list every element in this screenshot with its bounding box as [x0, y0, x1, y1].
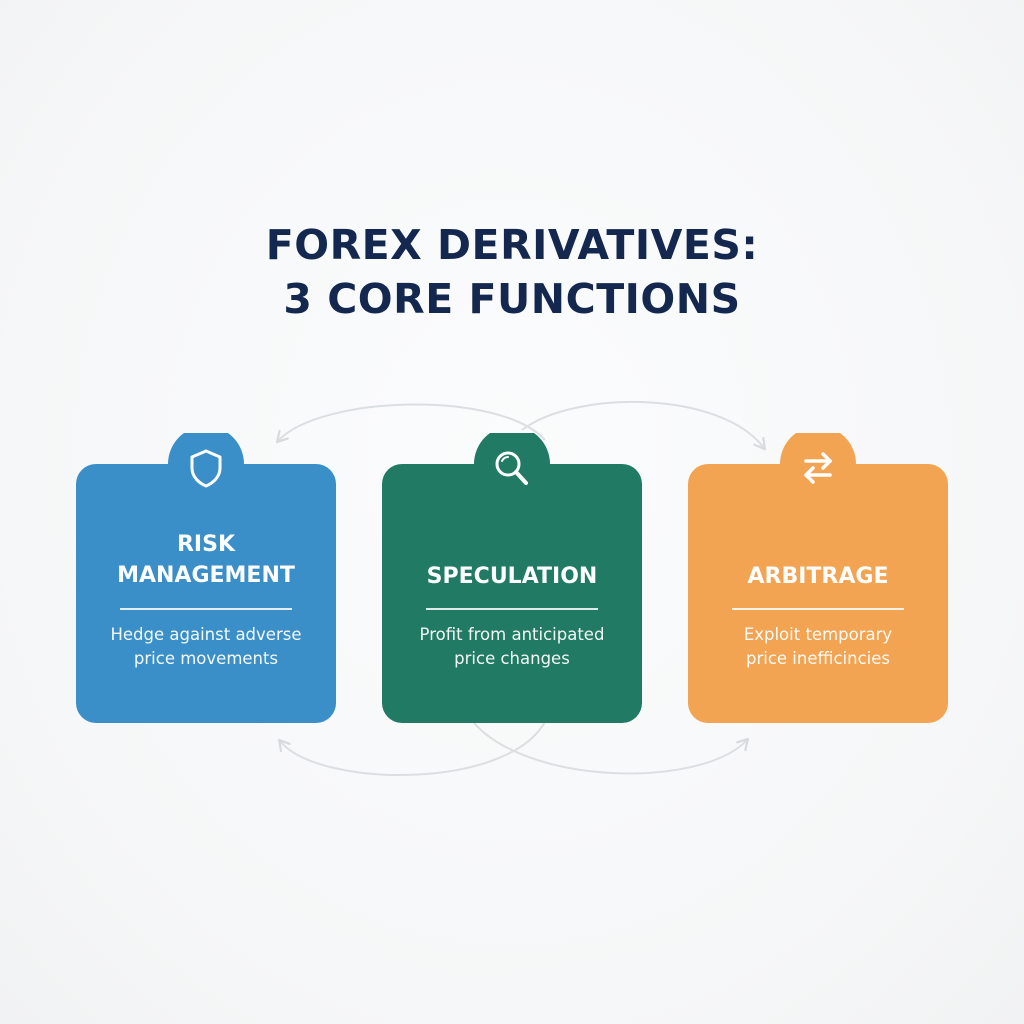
- swap-arrows-icon: [804, 452, 832, 484]
- card-title-line-1: RISK: [176, 532, 236, 557]
- card-description-line-2: price movements: [133, 649, 279, 668]
- card-description-line-1: Exploit temporary: [743, 625, 893, 644]
- magnifying-glass-icon: [495, 451, 528, 485]
- card-title-line-1: ARBITRAGE: [747, 564, 889, 589]
- card-title: SPECULATION: [382, 561, 642, 592]
- card-description-line-1: Profit from anticipated: [419, 625, 605, 644]
- top-left-connector-arc: [275, 403, 546, 444]
- card-background: [76, 433, 336, 723]
- card-description: Hedge against adverse price movements: [86, 623, 326, 671]
- card-risk-management: RISK MANAGEMENT Hedge against adverse pr…: [76, 433, 336, 723]
- card-background: [688, 433, 948, 723]
- card-divider: [732, 608, 904, 610]
- card-arbitrage: ARBITRAGE Exploit temporary price ineffi…: [688, 433, 948, 723]
- page-title-line-1: FOREX DERIVATIVES:: [265, 221, 759, 269]
- card-description: Profit from anticipated price changes: [392, 623, 632, 671]
- bottom-left-connector-arc: [277, 714, 549, 776]
- shield-icon: [190, 449, 222, 488]
- card-description: Exploit temporary price inefficincies: [698, 623, 938, 671]
- card-description-line-1: Hedge against adverse: [110, 625, 302, 644]
- card-background: [382, 433, 642, 723]
- card-title-line-2: MANAGEMENT: [117, 563, 295, 588]
- bottom-right-connector-arc: [469, 717, 750, 775]
- card-title: RISK MANAGEMENT: [76, 529, 336, 591]
- card-description-line-2: price changes: [454, 649, 570, 668]
- page-title-line-2: 3 CORE FUNCTIONS: [283, 275, 741, 323]
- card-title: ARBITRAGE: [688, 561, 948, 592]
- card-speculation: SPECULATION Profit from anticipated pric…: [382, 433, 642, 723]
- top-right-connector-arc: [521, 400, 766, 451]
- card-divider: [426, 608, 598, 610]
- card-divider: [120, 608, 292, 610]
- card-title-line-1: SPECULATION: [426, 564, 598, 589]
- card-description-line-2: price inefficincies: [746, 649, 890, 668]
- page-title: FOREX DERIVATIVES: 3 CORE FUNCTIONS: [0, 218, 1024, 326]
